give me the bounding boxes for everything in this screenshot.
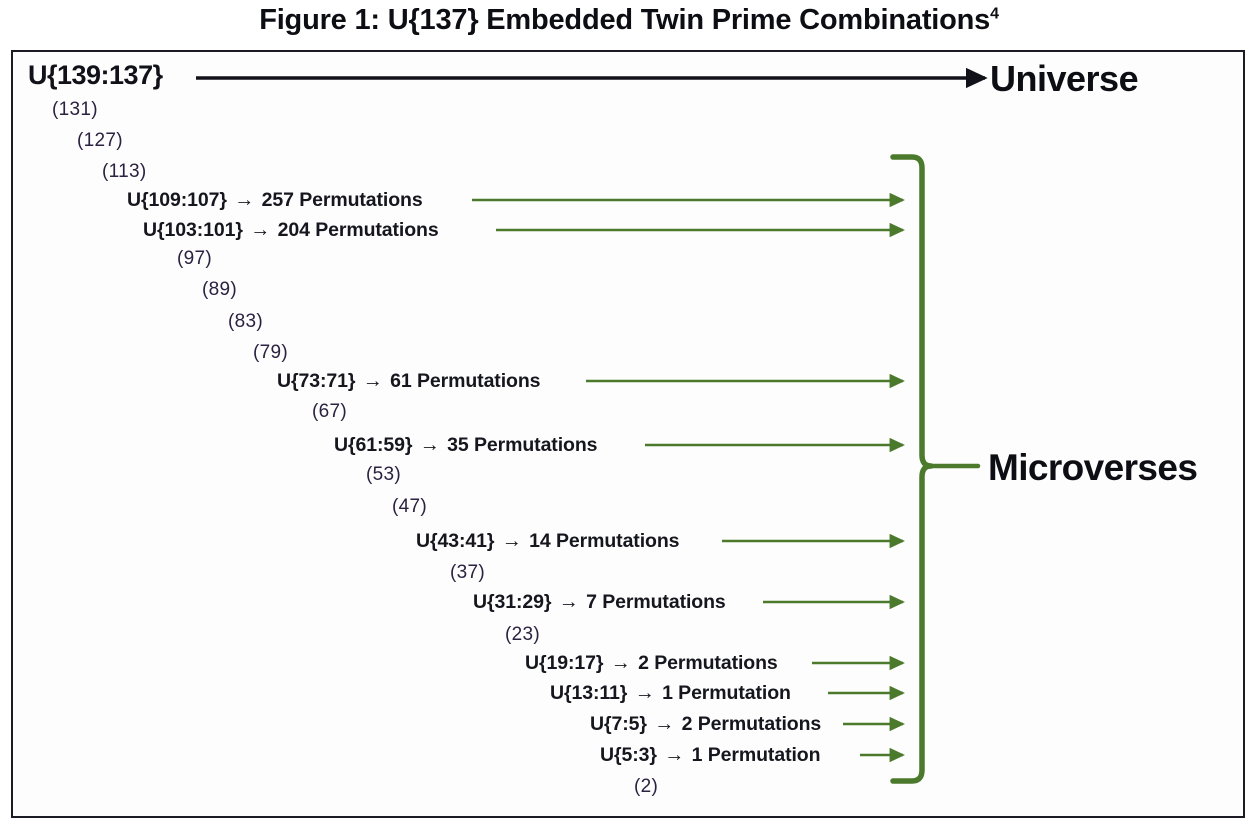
figure-title: Figure 1: U{137} Embedded Twin Prime Com… bbox=[0, 4, 1258, 37]
figure-title-text: Figure 1: U{137} Embedded Twin Prime Com… bbox=[259, 4, 991, 36]
microverse-set-label: U{31:29} bbox=[473, 591, 552, 613]
prime-node: (131) bbox=[52, 99, 98, 120]
microverse-node: U{109:107} → 257 Permutations bbox=[127, 190, 423, 211]
microverse-set-label: U{43:41} bbox=[416, 530, 495, 552]
right-arrow-icon: → bbox=[648, 713, 680, 735]
microverse-node: U{19:17} → 2 Permutations bbox=[525, 653, 778, 674]
prime-node: (89) bbox=[202, 279, 237, 300]
right-arrow-icon: → bbox=[414, 434, 446, 456]
microverse-set-label: U{19:17} bbox=[525, 652, 604, 674]
figure-title-footnote-marker: 4 bbox=[990, 5, 999, 23]
right-arrow-icon: → bbox=[605, 652, 637, 674]
right-arrow-icon: → bbox=[553, 591, 585, 613]
microverse-set-label: U{61:59} bbox=[334, 434, 413, 456]
permutation-count-label: 2 Permutations bbox=[638, 652, 778, 674]
prime-node: (53) bbox=[366, 464, 401, 485]
permutation-count-label: 204 Permutations bbox=[277, 219, 439, 241]
microverse-node: U{31:29} → 7 Permutations bbox=[473, 592, 726, 613]
permutation-count-label: 61 Permutations bbox=[390, 370, 541, 392]
prime-node: (23) bbox=[505, 624, 540, 645]
microverse-set-label: U{5:3} bbox=[600, 744, 657, 766]
prime-node: (2) bbox=[634, 776, 659, 797]
microverses-label: Microverses bbox=[988, 447, 1198, 488]
permutation-count-label: 1 Permutation bbox=[662, 682, 791, 704]
microverse-node: U{103:101} → 204 Permutations bbox=[143, 220, 439, 241]
microverse-set-label: U{13:11} bbox=[550, 682, 628, 704]
right-arrow-icon: → bbox=[357, 370, 389, 392]
right-arrow-icon: → bbox=[228, 189, 260, 211]
prime-node: (79) bbox=[253, 342, 288, 363]
prime-node: (67) bbox=[312, 401, 347, 422]
right-arrow-icon: → bbox=[244, 219, 276, 241]
prime-node: (47) bbox=[392, 496, 427, 517]
microverse-node: U{5:3} → 1 Permutation bbox=[600, 744, 821, 766]
microverse-set-label: U{103:101} bbox=[143, 219, 243, 241]
prime-node: (83) bbox=[228, 311, 263, 332]
prime-node: (97) bbox=[177, 248, 212, 269]
permutation-count-label: 14 Permutations bbox=[529, 530, 680, 552]
permutation-count-label: 2 Permutations bbox=[681, 713, 822, 735]
prime-node: (127) bbox=[77, 130, 123, 151]
right-arrow-icon: → bbox=[496, 530, 528, 552]
figure-frame-border bbox=[11, 50, 1245, 818]
prime-node: (113) bbox=[102, 161, 147, 182]
microverse-node: U{13:11} → 1 Permutation bbox=[550, 683, 791, 704]
microverse-set-label: U{7:5} bbox=[590, 713, 647, 735]
universe-label: Universe bbox=[990, 58, 1139, 99]
permutation-count-label: 35 Permutations bbox=[447, 434, 598, 456]
microverse-node: U{43:41} → 14 Permutations bbox=[416, 531, 679, 552]
microverse-node: U{7:5} → 2 Permutations bbox=[590, 714, 821, 735]
microverse-set-label: U{73:71} bbox=[277, 370, 356, 392]
permutation-count-label: 257 Permutations bbox=[261, 189, 423, 211]
universe-set-label: U{139:137} bbox=[28, 60, 163, 90]
permutation-count-label: 1 Permutation bbox=[691, 744, 821, 766]
microverse-set-label: U{109:107} bbox=[127, 189, 227, 211]
microverse-node: U{73:71} → 61 Permutations bbox=[277, 371, 540, 392]
microverse-node: U{61:59} → 35 Permutations bbox=[334, 435, 597, 456]
prime-node: (37) bbox=[450, 562, 485, 583]
right-arrow-icon: → bbox=[658, 744, 690, 766]
right-arrow-icon: → bbox=[629, 682, 661, 704]
permutation-count-label: 7 Permutations bbox=[586, 591, 726, 613]
